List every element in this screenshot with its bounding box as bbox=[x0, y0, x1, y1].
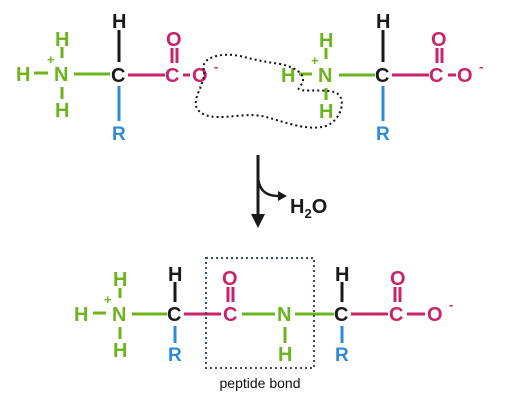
atom-h-left: H bbox=[281, 65, 295, 87]
atom-c-carboxyl: C bbox=[165, 65, 179, 87]
arrow-curl-head bbox=[278, 191, 287, 201]
atom-c-carboxyl: C bbox=[429, 65, 443, 87]
atom-n-terminal: N bbox=[112, 304, 126, 326]
atom-c-carboxyl: C bbox=[389, 304, 403, 326]
atom-h-left: H bbox=[16, 64, 30, 86]
atom-c-alpha: C bbox=[375, 65, 389, 87]
atom-h-n-top: H bbox=[55, 29, 69, 51]
water-o: O bbox=[312, 196, 328, 218]
atom-o-double: O bbox=[166, 29, 182, 51]
amino-acid-right: H + N H H C H R C O O - bbox=[281, 11, 483, 145]
water-label: H2O bbox=[290, 196, 327, 221]
amino-acid-left: H + N H H C H R C O O - bbox=[16, 11, 218, 145]
atom-r: R bbox=[376, 124, 390, 145]
atom-h-alpha: H bbox=[112, 11, 126, 33]
atom-r1: R bbox=[168, 345, 182, 366]
atom-n-left: N bbox=[54, 64, 68, 86]
atom-h-alpha: H bbox=[376, 11, 390, 33]
atom-h-left: H bbox=[74, 304, 88, 326]
atom-o-single: O bbox=[457, 65, 473, 87]
water-sub: 2 bbox=[304, 206, 311, 221]
charge-minus-product: - bbox=[449, 297, 453, 312]
charge-plus-product: + bbox=[104, 292, 112, 307]
peptide-bond-box bbox=[205, 257, 315, 369]
atom-h-peptide: H bbox=[278, 344, 292, 366]
charge-minus-right: - bbox=[479, 59, 483, 74]
charge-plus-right: + bbox=[311, 53, 319, 68]
atom-o-double: O bbox=[431, 29, 447, 51]
water-h: H bbox=[290, 196, 304, 218]
water-removal-outline bbox=[194, 53, 343, 129]
atom-r: R bbox=[112, 124, 126, 145]
charge-minus-left: - bbox=[214, 59, 218, 74]
atom-n-peptide: N bbox=[277, 304, 291, 326]
dipeptide-product: H + N H H C H R C O N H C H R C O O - pe… bbox=[74, 257, 453, 391]
atom-c-alpha1: C bbox=[167, 304, 181, 326]
atom-o-single: O bbox=[192, 65, 208, 87]
atom-h-n-top: H bbox=[113, 269, 127, 291]
atom-h-n-top: H bbox=[319, 30, 333, 52]
peptide-bond-caption: peptide bond bbox=[220, 375, 301, 391]
atom-r2: R bbox=[335, 345, 349, 366]
arrow-curl bbox=[256, 174, 279, 198]
reaction-arrow: H2O bbox=[251, 155, 327, 228]
atom-o-single: O bbox=[427, 304, 443, 326]
arrow-head bbox=[251, 214, 265, 228]
atom-c-alpha: C bbox=[111, 65, 125, 87]
atom-o-carbonyl: O bbox=[222, 268, 238, 290]
atom-h-alpha1: H bbox=[168, 264, 182, 286]
atom-h-n-bottom: H bbox=[113, 340, 127, 362]
atom-h-n-bottom: H bbox=[55, 100, 69, 122]
atom-c-carbonyl: C bbox=[223, 304, 237, 326]
charge-plus-left: + bbox=[47, 52, 55, 67]
atom-o-double: O bbox=[390, 268, 406, 290]
atom-n-right: N bbox=[318, 65, 332, 87]
atom-h-alpha2: H bbox=[335, 264, 349, 286]
atom-h-n-bottom: H bbox=[319, 101, 333, 123]
atom-c-alpha2: C bbox=[334, 304, 348, 326]
